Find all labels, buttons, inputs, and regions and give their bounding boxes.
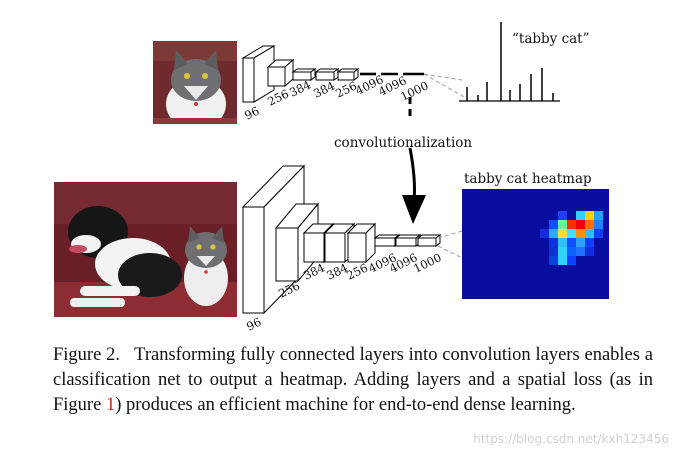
figure-diagram: 96 256 384 384 256 4096 4096 1000 “tabby… <box>54 22 609 334</box>
heatmap-cell <box>567 247 576 256</box>
heatmap-cell <box>594 220 603 229</box>
watermark: https://blog.csdn.net/kxh123456 <box>473 432 669 446</box>
layer-label: 96 <box>244 315 263 334</box>
heatmap-cell <box>594 229 603 238</box>
output-label: “tabby cat” <box>512 31 590 47</box>
layer-label: 1000 <box>411 250 443 275</box>
figure-caption: Figure 2. Transforming fully connected l… <box>53 343 653 418</box>
heatmap-cell <box>585 238 594 247</box>
figure-reference-link[interactable]: 1 <box>105 395 116 415</box>
heatmap-cell <box>585 247 594 256</box>
caption-text: Transforming fully connected layers into… <box>53 345 653 415</box>
heatmap-cell <box>558 256 567 265</box>
dashed-connector-top <box>423 73 469 100</box>
layer-labels-top: 96 256 384 384 256 4096 4096 1000 <box>242 72 430 122</box>
heatmap-cell <box>558 220 567 229</box>
cat-photo-top <box>153 41 237 124</box>
layer-label: 96 <box>242 104 261 123</box>
heatmap-cell <box>558 229 567 238</box>
caption-label: Figure 2. <box>53 345 121 365</box>
dog-cat-photo <box>54 182 237 317</box>
network-layers-top <box>241 45 360 103</box>
heatmap-cell <box>549 238 558 247</box>
heatmap-cell <box>549 256 558 265</box>
heatmap-cell <box>585 220 594 229</box>
network-layers-bottom <box>241 164 442 315</box>
output-histogram <box>459 22 560 102</box>
dashed-connector-bottom <box>437 230 463 259</box>
heatmap-cell <box>549 229 558 238</box>
heatmap-cell <box>567 229 576 238</box>
heatmap-cell <box>585 229 594 238</box>
heatmap-cell <box>576 247 585 256</box>
heatmap-cell <box>567 256 576 265</box>
heatmap <box>462 189 609 299</box>
heatmap-cell <box>558 247 567 256</box>
heatmap-cell <box>594 211 603 220</box>
heatmap-cell <box>576 238 585 247</box>
heatmap-cell <box>567 238 576 247</box>
heatmap-cell <box>567 220 576 229</box>
convolutionalization-arrow <box>402 97 426 224</box>
heatmap-cell <box>576 211 585 220</box>
heatmap-cell <box>540 229 549 238</box>
heatmap-cell <box>576 220 585 229</box>
heatmap-cell <box>558 211 567 220</box>
arrow-label: convolutionalization <box>334 135 472 151</box>
caption-text-end: ) produces an efficient machine for end-… <box>115 395 576 415</box>
heatmap-cell <box>576 229 585 238</box>
heatmap-cell <box>549 247 558 256</box>
heatmap-title: tabby cat heatmap <box>464 171 592 187</box>
heatmap-cell <box>549 220 558 229</box>
heatmap-cell <box>558 238 567 247</box>
heatmap-cell <box>585 211 594 220</box>
